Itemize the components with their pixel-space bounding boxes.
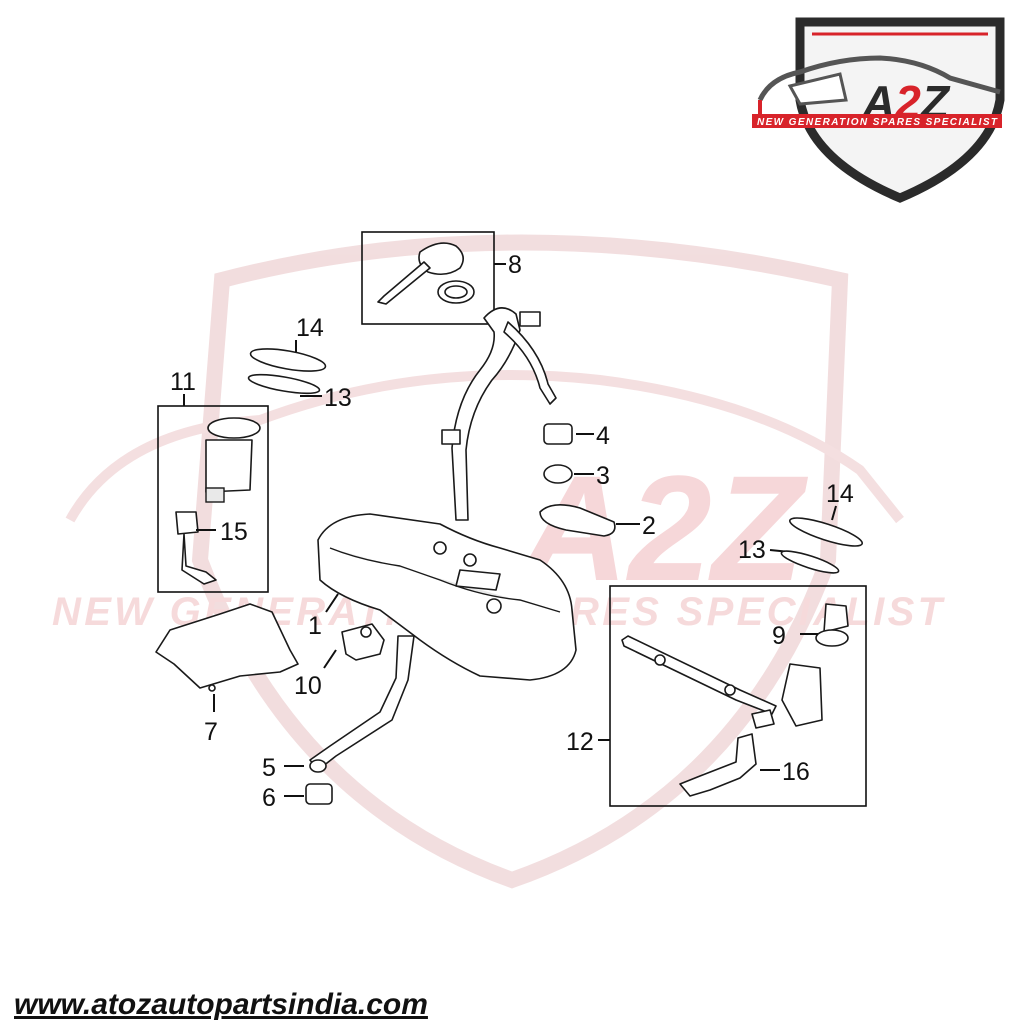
callout-4: 4 <box>596 422 610 450</box>
logo-tagline: NEW GENERATION SPARES SPECIALIST <box>757 117 998 128</box>
fuel-cap-tether <box>377 261 431 305</box>
lock-ring-14b <box>788 517 864 547</box>
gasket-13a <box>247 373 321 395</box>
callout-2: 2 <box>642 512 656 540</box>
part-3-washer <box>543 464 573 484</box>
pump-body <box>205 439 253 493</box>
part-8-fuel-cap-group: 8 <box>361 231 522 325</box>
callout-8: 8 <box>508 251 522 279</box>
pump-rail <box>621 635 777 715</box>
part-2-pad <box>539 504 616 537</box>
part-16-sender <box>679 733 757 797</box>
pump-connector <box>751 709 775 729</box>
filler-clip <box>441 429 461 445</box>
callout-15: 15 <box>220 518 248 546</box>
part-9-cap <box>823 603 849 633</box>
pump-flange <box>207 417 261 439</box>
part-5-6-strap-group: 5 6 <box>262 635 415 812</box>
callout-1: 1 <box>308 612 322 640</box>
logo-car-roof <box>757 55 1001 102</box>
part-11-box <box>157 405 269 593</box>
filler-neck <box>441 307 557 521</box>
lock-ring-14a <box>249 348 327 372</box>
leader-1 <box>325 593 339 613</box>
heat-shield-hole <box>208 684 216 692</box>
tank-shell <box>317 513 577 681</box>
gasket-13b <box>780 550 840 574</box>
tank-port-b <box>463 553 477 567</box>
strap-eye <box>309 759 327 773</box>
tank-port-c <box>486 598 502 614</box>
rail-clamp-a <box>654 654 666 666</box>
part-4-bushing <box>543 423 573 445</box>
logo-car-window <box>787 72 848 106</box>
callout-14a: 14 <box>296 314 324 342</box>
callout-9: 9 <box>772 622 786 650</box>
watermark-car-outline <box>65 370 904 524</box>
part-12-pump-module-group: 12 9 16 <box>566 585 867 807</box>
part-9-seal <box>815 629 849 647</box>
callout-12: 12 <box>566 728 594 756</box>
pump-base <box>205 487 225 503</box>
callout-14b: 14 <box>826 480 854 508</box>
callout-6: 6 <box>262 784 276 812</box>
fuel-cap-seal-inner <box>444 285 468 299</box>
part-4-3-2-group: 4 3 2 <box>539 422 656 540</box>
tank-port-a <box>433 541 447 555</box>
vent-hose <box>503 321 557 405</box>
level-sender <box>175 511 199 535</box>
part-6-bushing <box>305 783 333 805</box>
filler-pipe <box>451 307 521 521</box>
part-8-box <box>361 231 495 325</box>
pump-reservoir <box>781 663 823 727</box>
tank-module-opening <box>455 569 501 591</box>
leader-14b <box>831 505 837 521</box>
leader-10 <box>323 649 337 669</box>
heat-shield <box>155 603 299 689</box>
callout-3: 3 <box>596 462 610 490</box>
part-11-fuel-pump-group: 11 15 <box>157 368 269 593</box>
callout-10: 10 <box>294 672 322 700</box>
part-7-heat-shield: 7 <box>155 603 299 746</box>
tank-ridge <box>329 547 561 613</box>
callout-16: 16 <box>782 758 810 786</box>
part-10-valve: 10 <box>294 623 385 700</box>
callout-7: 7 <box>204 718 218 746</box>
valve-port <box>360 626 372 638</box>
level-sender-arm <box>181 533 217 585</box>
callout-13a: 13 <box>324 384 352 412</box>
brand-logo: A2Z NEW GENERATION SPARES SPECIALIST <box>752 17 1005 203</box>
vent-connector <box>519 311 541 327</box>
part-1-fuel-tank: 1 <box>308 513 577 681</box>
logo-tagline-band <box>752 114 1002 128</box>
part-12-box <box>609 585 867 807</box>
part-14-13-right-group: 14 13 <box>738 480 864 574</box>
valve-body <box>341 623 385 661</box>
rail-clamp-b <box>724 684 736 696</box>
website-url[interactable]: www.atozautopartsindia.com <box>14 988 428 1021</box>
callout-13b: 13 <box>738 536 766 564</box>
part-14-13-upper-group: 14 13 <box>247 314 352 412</box>
callout-5: 5 <box>262 754 276 782</box>
callout-11: 11 <box>170 368 196 396</box>
